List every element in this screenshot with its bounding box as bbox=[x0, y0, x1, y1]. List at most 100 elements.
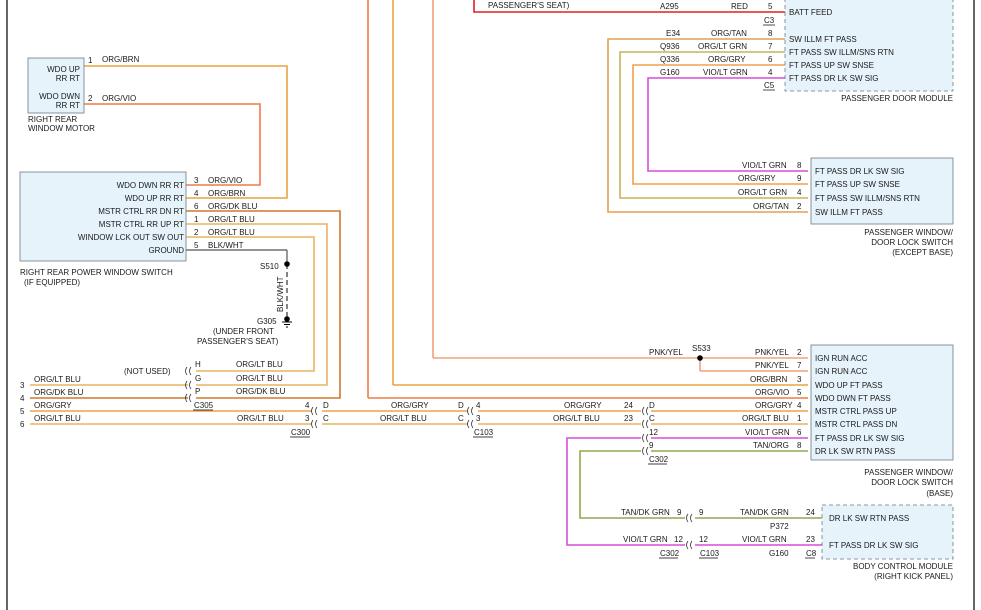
rr-switch-label-0: WDO DWN RR RT bbox=[117, 181, 185, 190]
bcm-pin1-wire-left: VIO/LT GRN bbox=[623, 535, 668, 544]
connector-c302-icon bbox=[642, 406, 649, 456]
rr-switch-label-1: WDO UP RR RT bbox=[125, 194, 184, 203]
psb-pin4-wire: ORG/GRY bbox=[755, 401, 793, 410]
c300-pin-3: 3 bbox=[305, 414, 310, 423]
c305-p-wire: ORG/DK BLU bbox=[236, 387, 286, 396]
psb-pin6-label: FT PASS DR LK SW SIG bbox=[815, 434, 905, 443]
rr-switch-wire-3: ORG/LT BLU bbox=[208, 215, 255, 224]
c103-c-wire-right: ORG/LT BLU bbox=[553, 414, 600, 423]
pse-pin1-label: FT PASS UP SW SNSE bbox=[815, 180, 900, 189]
ground-point bbox=[284, 316, 290, 322]
bcm-c103-pin-12: 12 bbox=[699, 535, 708, 544]
rr-switch-wire-4: ORG/LT BLU bbox=[208, 228, 255, 237]
c300-c-wire-left: ORG/LT BLU bbox=[237, 414, 284, 423]
connector-c305-icon bbox=[185, 366, 192, 403]
pse-name-l2: DOOR LOCK SWITCH bbox=[871, 238, 953, 247]
psb-pin0-wire: PNK/YEL bbox=[755, 348, 789, 357]
pse-name-l1: PASSENGER WINDOW/ bbox=[864, 228, 954, 237]
rr-switch-label-2: MSTR CTRL RR DN RT bbox=[98, 207, 184, 216]
pse-name-l3: (EXCEPT BASE) bbox=[892, 248, 953, 257]
door-pin0-num: 8 bbox=[768, 29, 773, 38]
psb-pin7-label: DR LK SW RTN PASS bbox=[815, 447, 895, 456]
c300-pin-4: 4 bbox=[305, 401, 310, 410]
door-pin2-label: FT PASS UP SW SNSE bbox=[789, 61, 874, 70]
door-pin3-label: FT PASS DR LK SW SIG bbox=[789, 74, 879, 83]
bcm-connector-c302: C302 bbox=[660, 549, 680, 558]
splice-s533-label: S533 bbox=[692, 344, 711, 353]
connector-c302-c103-bcm-icon bbox=[686, 513, 693, 550]
batt-wire: RED bbox=[731, 2, 748, 11]
left-wire-3-num: 3 bbox=[20, 381, 25, 390]
ground-symbol-icon bbox=[282, 321, 292, 328]
rr-switch-num-0: 3 bbox=[194, 176, 199, 185]
c305-note: (NOT USED) bbox=[124, 367, 171, 376]
batt-label: BATT FEED bbox=[789, 8, 832, 17]
c302-pin-24: 24 bbox=[624, 401, 633, 410]
motor-pin1-wire: ORG/BRN bbox=[102, 55, 140, 64]
motor-pin1-label-l2: RR RT bbox=[56, 74, 80, 83]
door-pin1-num: 7 bbox=[768, 42, 773, 51]
c300-label: C300 bbox=[291, 428, 311, 437]
pse-pin0-wire: VIO/LT GRN bbox=[742, 161, 787, 170]
pse-pin3-label: SW ILLM FT PASS bbox=[815, 208, 883, 217]
body-control-module bbox=[821, 504, 954, 560]
door-connector: C5 bbox=[764, 81, 775, 90]
c305-h-wire: ORG/LT BLU bbox=[236, 360, 283, 369]
rr-switch-num-3: 1 bbox=[194, 215, 199, 224]
wire-org-vio-motor bbox=[84, 103, 261, 186]
bcm-circuit-g160: G160 bbox=[769, 549, 789, 558]
connector-c300-icon bbox=[311, 406, 318, 429]
bcm-pin0-num: 24 bbox=[806, 508, 815, 517]
door-module-top-note: PASSENGER'S SEAT) bbox=[488, 1, 570, 10]
bcm-circuit-p372: P372 bbox=[770, 522, 789, 531]
psb-pin6-wire: VIO/LT GRN bbox=[745, 428, 790, 437]
motor-pin2-wire: ORG/VIO bbox=[102, 94, 136, 103]
pse-pin1-num: 9 bbox=[797, 174, 802, 183]
wire-org-lt-blu-sw2 bbox=[186, 236, 315, 372]
bcm-pin1-label: FT PASS DR LK SW SIG bbox=[829, 541, 919, 550]
splice-s510-label: S510 bbox=[260, 262, 279, 271]
door-pin0-circuit: E34 bbox=[666, 29, 681, 38]
left-wire-3-label: ORG/LT BLU bbox=[34, 375, 81, 384]
c302-label: C302 bbox=[649, 455, 669, 464]
pse-pin0-label: FT PASS DR LK SW SIG bbox=[815, 167, 905, 176]
pse-pin2-num: 4 bbox=[797, 188, 802, 197]
wire-org-lt-grn bbox=[619, 51, 808, 199]
rr-switch-wire-2: ORG/DK BLU bbox=[208, 202, 258, 211]
door-pin2-circuit: Q336 bbox=[660, 55, 680, 64]
motor-pin2-num: 2 bbox=[88, 94, 93, 103]
splice-s533-wire: PNK/YEL bbox=[649, 348, 683, 357]
bcm-c302-pin-12: 12 bbox=[674, 535, 683, 544]
c305-g-wire: ORG/LT BLU bbox=[236, 374, 283, 383]
rr-switch-label-3: MSTR CTRL RR UP RT bbox=[99, 220, 184, 229]
splice-s533 bbox=[697, 355, 703, 361]
door-pin0-label: SW ILLM FT PASS bbox=[789, 35, 857, 44]
psb-pin3-num: 5 bbox=[797, 388, 802, 397]
rr-switch-wire-0: ORG/VIO bbox=[208, 176, 242, 185]
psb-pin6-num: 6 bbox=[797, 428, 802, 437]
psb-pin2-label: WDO UP FT PASS bbox=[815, 381, 883, 390]
bcm-name-l2: (RIGHT KICK PANEL) bbox=[874, 572, 953, 581]
psb-pin5-label: MSTR CTRL PASS DN bbox=[815, 420, 897, 429]
psb-pin7-num: 8 bbox=[797, 441, 802, 450]
rr-switch-wire-1: ORG/BRN bbox=[208, 189, 246, 198]
pse-pin3-num: 2 bbox=[797, 202, 802, 211]
pass-switch-except-base bbox=[810, 157, 954, 225]
ground-id: G305 bbox=[257, 317, 277, 326]
c300-d-wire-right: ORG/GRY bbox=[391, 401, 429, 410]
door-pin2-num: 6 bbox=[768, 55, 773, 64]
left-wire-6-label: ORG/LT BLU bbox=[34, 414, 81, 423]
psb-pin1-wire: PNK/YEL bbox=[755, 361, 789, 370]
left-wire-4-label: ORG/DK BLU bbox=[34, 388, 84, 397]
motor-pin2-label-l1: WDO DWN bbox=[39, 92, 80, 101]
psb-pin4-num: 4 bbox=[797, 401, 802, 410]
wire-tan-to-bcm bbox=[579, 450, 685, 519]
rr-switch-num-4: 2 bbox=[194, 228, 199, 237]
motor-name-l1: RIGHT REAR bbox=[28, 115, 77, 124]
pse-pin2-wire: ORG/LT GRN bbox=[738, 188, 787, 197]
splice-s510 bbox=[284, 261, 290, 267]
rr-switch-wire-5: BLK/WHT bbox=[208, 241, 244, 250]
c302-pin-D: D bbox=[649, 401, 655, 410]
batt-circuit: A295 bbox=[660, 2, 679, 11]
wire-org-lt-blu-sw1 bbox=[186, 223, 328, 386]
